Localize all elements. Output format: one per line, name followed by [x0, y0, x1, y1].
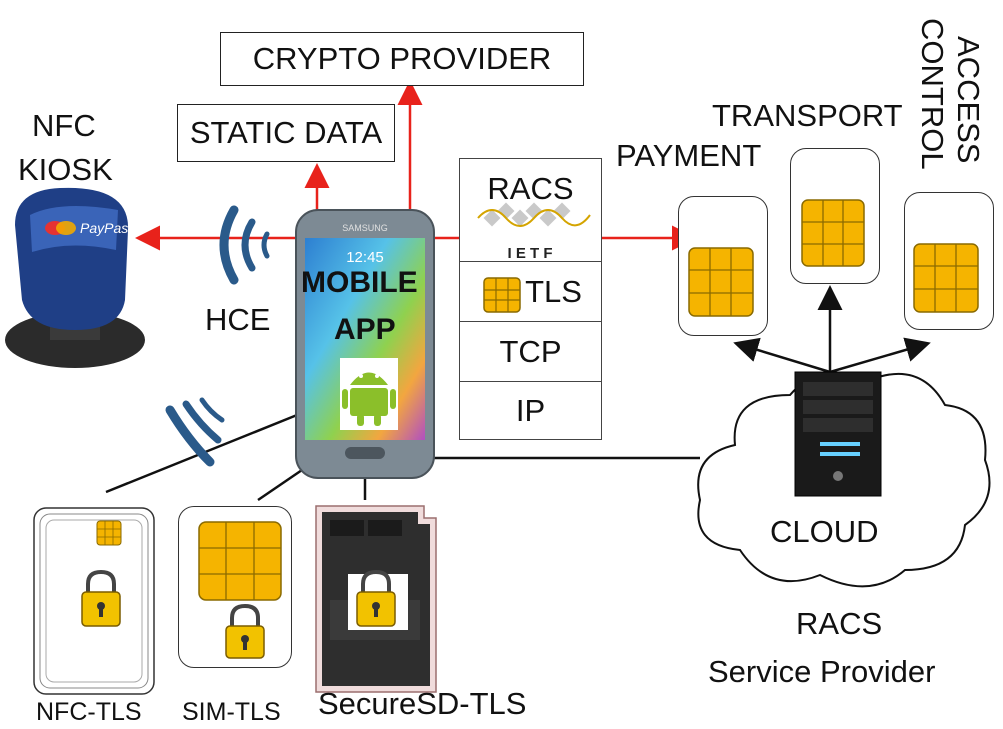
transport-chip-icon — [801, 199, 865, 267]
stack-tls-label: TLS — [525, 274, 582, 309]
app-label: APP — [334, 313, 396, 346]
static-data-label: STATIC DATA — [189, 115, 383, 150]
nfc-label: NFC — [32, 108, 96, 143]
payment-chip-icon — [688, 247, 754, 317]
sim-lock-icon — [225, 603, 265, 659]
stack-ip-label: IP — [515, 393, 546, 428]
securesd-tls-label: SecureSD-TLS — [318, 686, 527, 721]
nfc-tls-label: NFC-TLS — [36, 698, 142, 726]
stack-racs-row: RACS — [460, 159, 601, 261]
static-data-box: STATIC DATA — [177, 104, 395, 162]
stack-racs-label: RACS — [487, 171, 574, 206]
payment-label: PAYMENT — [616, 138, 762, 173]
crypto-provider-box: CRYPTO PROVIDER — [220, 32, 584, 86]
service-provider-label: Service Provider — [708, 654, 936, 689]
nfc-lock-icon — [81, 569, 121, 627]
arrow-server-to-access — [829, 337, 931, 374]
access-chip-icon — [913, 243, 979, 313]
kiosk-label: KIOSK — [18, 152, 113, 187]
protocol-stack: RACS TLS TCP IP — [459, 158, 602, 440]
arrow-server-to-payment — [733, 337, 831, 374]
ietf-text: I E T F — [508, 245, 553, 262]
stack-tcp-label: TCP — [499, 334, 562, 369]
stack-tls-row: TLS — [460, 261, 601, 322]
cloud-label: CLOUD — [770, 514, 879, 549]
line-to-sim-card — [257, 468, 303, 502]
securesd-lock-icon — [356, 569, 396, 627]
hce-label: HCE — [205, 302, 271, 337]
crypto-provider-label: CRYPTO PROVIDER — [252, 41, 552, 76]
phone-brand-text: SAMSUNG — [342, 223, 388, 233]
transport-label: TRANSPORT — [712, 98, 903, 133]
sim-tls-label: SIM-TLS — [182, 698, 281, 726]
kiosk-brand-text: PayPass — [80, 220, 135, 236]
phone-time-text: 12:45 — [346, 249, 384, 266]
stack-ip-row: IP — [460, 381, 601, 440]
mobile-label: MOBILE — [301, 266, 418, 299]
stack-tcp-row: TCP — [460, 321, 601, 382]
racs-provider-label: RACS — [796, 606, 883, 641]
